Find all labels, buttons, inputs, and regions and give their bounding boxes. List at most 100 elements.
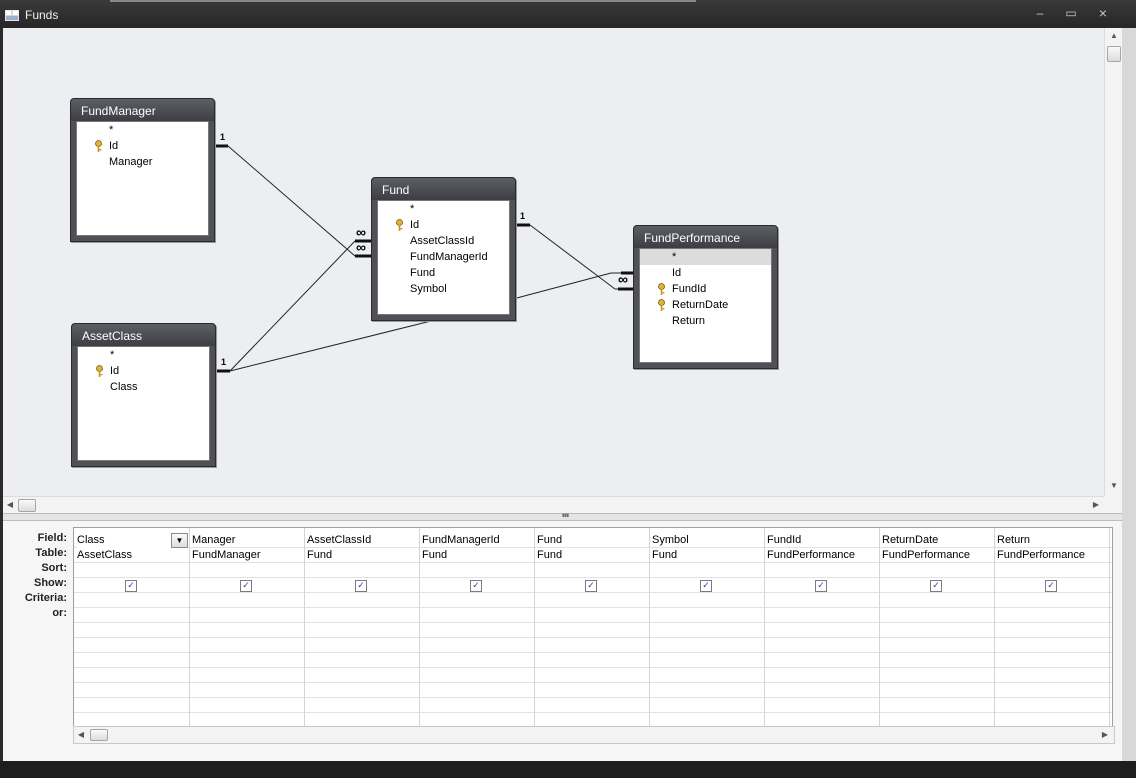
scroll-left-icon[interactable]: ◀ [77, 730, 85, 739]
show-checkbox[interactable]: ✓ [700, 580, 712, 592]
table-title[interactable]: AssetClass [72, 324, 215, 346]
scroll-thumb[interactable] [18, 499, 36, 512]
row-label-sort: Sort: [41, 562, 67, 574]
grid-column[interactable]: FundId FundPerformance ✓ [764, 528, 880, 728]
grid-table-cell[interactable]: FundPerformance [882, 549, 971, 561]
grid-field-cell[interactable]: Fund [537, 534, 563, 546]
grid-column[interactable]: Manager FundManager ✓ [189, 528, 305, 728]
grid-table-cell[interactable]: Fund [422, 549, 448, 561]
grid-column[interactable]: FundManagerId Fund ✓ [419, 528, 535, 728]
field-item[interactable]: * [640, 249, 771, 265]
horizontal-scrollbar[interactable]: ◀ ▶ [3, 496, 1104, 514]
table-assetclass[interactable]: AssetClass * Id Class [71, 323, 216, 467]
relationship-one-label: 1 [220, 132, 226, 142]
chevron-down-icon[interactable]: ▼ [171, 533, 188, 548]
field-item[interactable]: Fund [410, 267, 436, 279]
row-label-show: Show: [34, 577, 67, 589]
field-item[interactable]: * [109, 124, 114, 136]
grid-column[interactable]: Symbol Fund ✓ [649, 528, 765, 728]
grid-field-cell[interactable]: FundId [767, 534, 802, 546]
field-item[interactable]: AssetClassId [410, 235, 475, 247]
field-item[interactable]: Symbol [410, 283, 447, 295]
grid-column[interactable]: Class ▼ AssetClass ✓ [74, 528, 190, 728]
field-item[interactable]: Id [78, 363, 209, 379]
table-title[interactable]: FundPerformance [634, 226, 777, 248]
field-item[interactable]: FundManagerId [410, 251, 488, 263]
field-item[interactable]: * [110, 349, 115, 361]
grid-table-cell[interactable]: FundPerformance [767, 549, 856, 561]
field-item[interactable]: Id [672, 267, 682, 279]
scroll-left-icon[interactable]: ◀ [6, 500, 14, 509]
scroll-right-icon[interactable]: ▶ [1092, 500, 1100, 509]
grid-table-cell[interactable]: AssetClass [77, 549, 133, 561]
field-item[interactable]: Class [110, 381, 138, 393]
field-list[interactable]: * Id Manager [76, 121, 209, 236]
vertical-scrollbar[interactable]: ▲ ▼ [1104, 28, 1123, 496]
window-titlebar[interactable]: Funds – ▭ × [0, 0, 1136, 28]
grid-column[interactable]: Return FundPerformance ✓ [994, 528, 1110, 728]
field-list[interactable]: * Id AssetClassId FundManagerId Fund Sym… [377, 200, 510, 315]
scroll-down-icon[interactable]: ▼ [1110, 481, 1118, 490]
scroll-thumb[interactable] [1107, 46, 1121, 62]
row-label-criteria: Criteria: [24, 592, 67, 604]
grid-field-cell[interactable]: Class [77, 533, 187, 548]
show-checkbox[interactable]: ✓ [125, 580, 137, 592]
grid-column[interactable]: AssetClassId Fund ✓ [304, 528, 420, 728]
field-item[interactable]: Return [672, 315, 706, 327]
show-checkbox[interactable]: ✓ [585, 580, 597, 592]
grid-column[interactable]: ReturnDate FundPerformance ✓ [879, 528, 995, 728]
grid-table-cell[interactable]: Fund [307, 549, 333, 561]
pane-splitter[interactable]: ıııııııııı [3, 513, 1122, 521]
restore-button[interactable]: ▭ [1065, 6, 1077, 20]
show-checkbox[interactable]: ✓ [1045, 580, 1057, 592]
show-checkbox[interactable]: ✓ [470, 580, 482, 592]
query-grid-pane: Field: Table: Sort: Show: Criteria: or: … [3, 521, 1122, 761]
close-button[interactable]: × [1098, 5, 1108, 21]
title-accent-strip [110, 0, 696, 2]
field-item[interactable]: FundId [640, 281, 771, 297]
table-fundperformance[interactable]: FundPerformance * Id FundId ReturnDate R… [633, 225, 778, 369]
field-item[interactable]: Manager [109, 156, 153, 168]
relationship-many-label: ∞ [356, 224, 366, 240]
minimize-button[interactable]: – [1036, 6, 1044, 20]
grid-field-cell[interactable]: FundManagerId [422, 534, 500, 546]
key-icon [658, 299, 665, 311]
grid-table-cell[interactable]: Fund [652, 549, 678, 561]
grid-table-cell[interactable]: FundPerformance [997, 549, 1086, 561]
field-list[interactable]: * Id Class [77, 346, 210, 461]
field-item[interactable]: ReturnDate [640, 297, 771, 313]
grid-table-cell[interactable]: FundManager [192, 549, 261, 561]
relationship-one-label: 1 [221, 357, 227, 367]
field-item[interactable]: * [410, 203, 415, 215]
scroll-up-icon[interactable]: ▲ [1110, 31, 1118, 40]
row-label-table: Table: [35, 547, 67, 559]
show-checkbox[interactable]: ✓ [930, 580, 942, 592]
grid-field-cell[interactable]: ReturnDate [882, 534, 939, 546]
table-fund[interactable]: Fund * Id AssetClassId FundManagerId Fun… [371, 177, 516, 321]
show-checkbox[interactable]: ✓ [240, 580, 252, 592]
relationship-one-label: 1 [520, 211, 526, 221]
scroll-right-icon[interactable]: ▶ [1101, 730, 1109, 739]
query-design-grid[interactable]: Class ▼ AssetClass ✓ Manager FundManager… [73, 527, 1113, 729]
show-checkbox[interactable]: ✓ [815, 580, 827, 592]
splitter-grip-icon[interactable]: ıııııııııı [561, 513, 570, 519]
table-title[interactable]: FundManager [71, 99, 214, 121]
row-label-field: Field: [37, 532, 67, 544]
grid-horizontal-scrollbar[interactable]: ◀ ▶ [73, 726, 1115, 744]
field-item[interactable]: Id [77, 138, 208, 154]
key-icon [396, 219, 403, 231]
grid-field-cell[interactable]: Return [997, 534, 1031, 546]
field-list[interactable]: * Id FundId ReturnDate Return [639, 248, 772, 363]
grid-field-cell[interactable]: AssetClassId [307, 534, 372, 546]
grid-table-cell[interactable]: Fund [537, 549, 563, 561]
show-checkbox[interactable]: ✓ [355, 580, 367, 592]
table-title[interactable]: Fund [372, 178, 515, 200]
scroll-thumb[interactable] [90, 729, 108, 741]
grid-field-cell[interactable]: Symbol [652, 534, 689, 546]
grid-column[interactable]: Fund Fund ✓ [534, 528, 650, 728]
query-design-canvas[interactable]: 1 1 1 ∞ ∞ ∞ FundManager * Id Manager Ass… [3, 28, 1104, 496]
field-item[interactable]: Id [378, 217, 509, 233]
table-fundmanager[interactable]: FundManager * Id Manager [70, 98, 215, 242]
row-label-or: or: [52, 607, 67, 619]
grid-field-cell[interactable]: Manager [192, 534, 236, 546]
